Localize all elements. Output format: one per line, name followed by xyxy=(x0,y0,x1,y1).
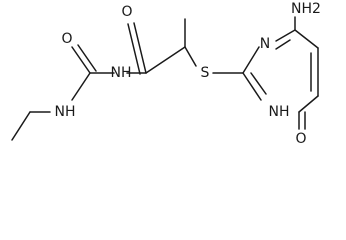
sulfur-label: S xyxy=(201,65,210,81)
amino-group-label: NH2 xyxy=(291,1,321,17)
urea-oxygen-label: O xyxy=(61,31,72,47)
bond-n3-c4 xyxy=(275,29,296,42)
bond-c4-c5 xyxy=(294,29,319,49)
bond-urea-c-nh xyxy=(71,72,91,101)
bond-urea-c-o-double xyxy=(77,44,97,72)
bond-urea-c-o xyxy=(71,46,91,74)
ring-nitrogen-label: N xyxy=(260,36,270,52)
chemical-structure-diagram: NH2 N NH O S O NH O NH xyxy=(11,1,321,147)
structure-svg: NH2 N NH O S O NH O NH xyxy=(11,1,321,147)
amide-nh-label: NH xyxy=(111,65,132,81)
bond-c6-n1 xyxy=(298,95,319,113)
bonds xyxy=(11,16,319,141)
bond-s-ch xyxy=(184,46,197,67)
bond-carbonyl-o-double xyxy=(127,23,141,75)
ring-nh-label: NH xyxy=(269,104,290,120)
urea-nh-label: NH xyxy=(55,104,76,120)
bond-n1-c2 xyxy=(242,72,262,101)
bond-ch2-ch3 xyxy=(11,111,31,141)
ring-carbonyl-oxygen-label: O xyxy=(295,131,306,147)
bond-c2-n3 xyxy=(242,46,260,74)
bond-n3-c4-inner xyxy=(275,39,291,50)
bond-carbonyl-o xyxy=(133,22,147,74)
atom-labels: NH2 N NH O S O NH O NH xyxy=(55,1,321,147)
bond-ch-carbonyl xyxy=(145,46,186,74)
amide-oxygen-label: O xyxy=(121,4,132,20)
bond-n1-c2-inner xyxy=(250,72,267,95)
